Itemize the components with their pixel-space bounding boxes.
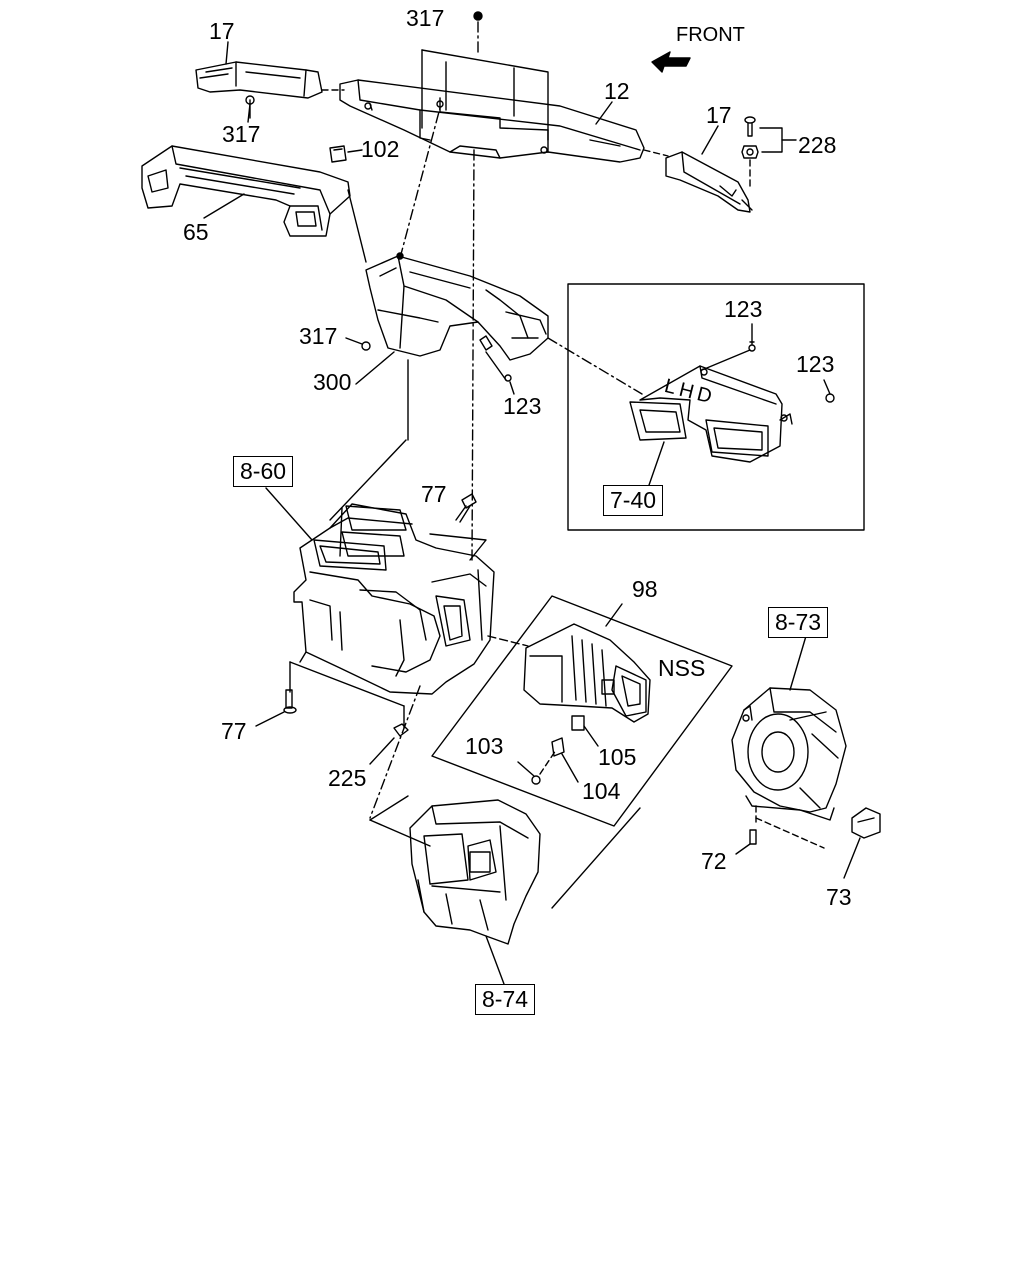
callout-123-duct: 123 [503,393,542,419]
callout-123-a: 123 [724,296,763,322]
callout-317-top: 317 [406,5,445,31]
blower-fan-8-73 [731,687,847,821]
bolt-77-top-icon [455,493,477,523]
part-7-40-duct [629,365,793,463]
part-300-duct [365,252,549,361]
lhd-detail-box [567,283,865,531]
clip-105-icon [571,715,585,731]
part-12-center-duct [339,79,645,163]
bolt-228-icon [741,116,759,159]
screw-123-b-icon [825,393,835,403]
callout-17-left: 17 [209,18,235,44]
callout-103: 103 [465,733,504,759]
part-98-duct [523,623,651,723]
front-arrow-icon [651,51,691,73]
callout-65: 65 [183,219,209,245]
screw-123-duct-icon [479,335,512,382]
callout-105: 105 [598,744,637,770]
nss-detail-box [431,595,733,827]
callout-123-b: 123 [796,351,835,377]
clip-225-icon [393,723,409,737]
callout-300: 300 [313,369,352,395]
part-17-left-duct [195,61,323,99]
clip-102-icon [329,145,347,163]
clip-73-icon [851,807,881,839]
callout-228: 228 [798,132,837,158]
callout-77-top: 77 [421,481,447,507]
front-direction-label: FRONT [676,24,745,46]
callout-317-left: 317 [222,121,261,147]
part-65-duct [141,145,351,237]
callout-17-right: 17 [706,102,732,128]
screw-103-icon [531,775,541,785]
callout-73: 73 [826,884,852,910]
screw-72-icon [749,829,757,845]
callout-98: 98 [632,576,658,602]
bolt-77-bottom-icon [283,689,297,714]
nss-label: NSS [658,655,706,681]
fastener-group-frame [421,11,549,141]
callout-317-mid: 317 [299,323,338,349]
reference-8-60[interactable]: 8-60 [233,456,294,487]
callout-72: 72 [701,848,727,874]
heater-unit-8-60 [293,503,495,695]
callout-104: 104 [582,778,621,804]
screw-317-mid-icon [361,341,371,351]
callout-12: 12 [604,78,630,104]
reference-8-74[interactable]: 8-74 [475,984,536,1015]
callout-225: 225 [328,765,367,791]
blower-case-8-74 [409,799,541,945]
reference-8-73[interactable]: 8-73 [768,607,829,638]
clip-104-icon [551,737,565,757]
part-17-right-duct [665,151,753,213]
reference-7-40[interactable]: 7-40 [603,485,664,516]
callout-77-bottom: 77 [221,718,247,744]
callout-102: 102 [361,136,400,162]
